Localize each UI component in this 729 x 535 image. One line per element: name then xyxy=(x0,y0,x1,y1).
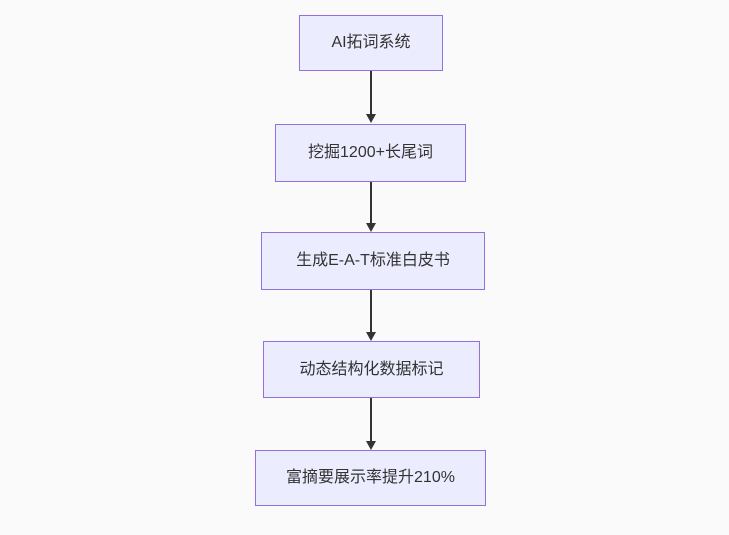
flowchart-node-eat-whitepaper: 生成E-A-T标准白皮书 xyxy=(261,232,485,290)
flowchart-node-longtail-keywords: 挖掘1200+长尾词 xyxy=(275,124,466,182)
flow-arrow-line xyxy=(370,182,372,223)
arrow-down-icon xyxy=(366,332,376,341)
flowchart-node-ai-system: AI拓词系统 xyxy=(299,15,443,71)
flowchart-node-structured-data: 动态结构化数据标记 xyxy=(263,341,480,398)
flow-arrow-line xyxy=(370,398,372,441)
node-label: 动态结构化数据标记 xyxy=(299,360,444,378)
node-label: 生成E-A-T标准白皮书 xyxy=(296,252,450,269)
flowchart-node-rich-snippet-result: 富摘要展示率提升210% xyxy=(255,450,486,506)
flow-arrow-line xyxy=(370,71,372,114)
arrow-down-icon xyxy=(366,223,376,232)
arrow-down-icon xyxy=(366,441,376,450)
node-label: 挖掘1200+长尾词 xyxy=(308,144,433,161)
flow-arrow-line xyxy=(370,290,372,332)
node-label: AI拓词系统 xyxy=(331,34,411,51)
node-label: 富摘要展示率提升210% xyxy=(286,469,455,486)
arrow-down-icon xyxy=(366,114,376,123)
